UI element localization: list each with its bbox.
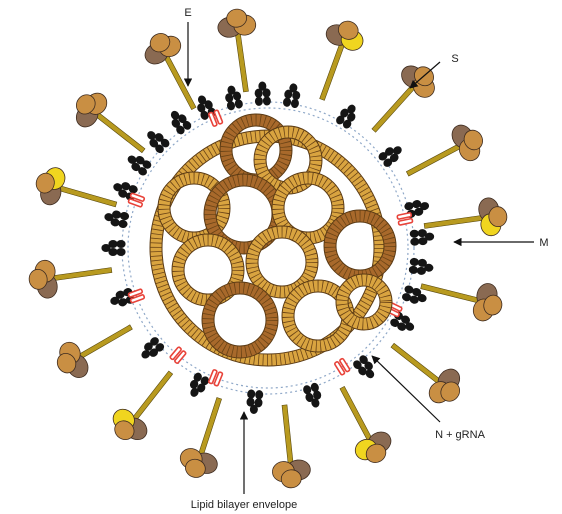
spike-protein-icon [266,403,312,490]
envelope-protein-layer [128,110,413,386]
membrane-protein-icon [101,240,125,256]
envelope-protein-icon [128,193,145,207]
nucleocapsid-coil-icon [208,288,272,352]
membrane-protein-icon [166,107,193,136]
label-m: M [539,237,548,249]
spike-protein-icon [27,251,114,300]
label-lipid-bilayer: Lipid bilayer envelope [191,499,297,511]
envelope-protein-icon [170,347,187,364]
membrane-protein-icon [408,257,434,276]
spike-protein-icon [325,379,398,470]
spike-protein-icon [105,361,186,450]
membrane-protein-icon [185,371,210,400]
nucleocapsid-layer [156,120,390,360]
label-e: E [184,7,191,19]
envelope-protein-icon [208,369,223,386]
membrane-protein-icon [223,84,244,111]
envelope-protein-icon [397,213,413,226]
membrane-protein-icon [246,389,264,415]
membrane-protein-icon [124,151,153,178]
spike-protein-icon [304,15,368,106]
membrane-protein-icon [282,82,302,108]
spike-protein-icon [381,330,470,411]
membrane-protein-icon [377,141,406,168]
spike-protein-icon [417,268,507,325]
membrane-protein-icon [409,228,434,246]
membrane-protein-icon [334,101,360,130]
spike-protein-icon [216,7,265,94]
spike-protein-icon [399,118,490,191]
spike-protein-layer [27,7,510,490]
label-n-grna: N + gRNA [435,429,485,441]
spike-protein-icon [175,392,237,483]
membrane-protein-icon [103,208,130,228]
spike-protein-icon [50,311,141,385]
membrane-protein-icon [254,81,271,106]
label-s: S [451,53,458,65]
spike-protein-icon [66,85,155,166]
membrane-protein-icon [302,382,324,410]
spike-protein-icon [422,196,509,245]
